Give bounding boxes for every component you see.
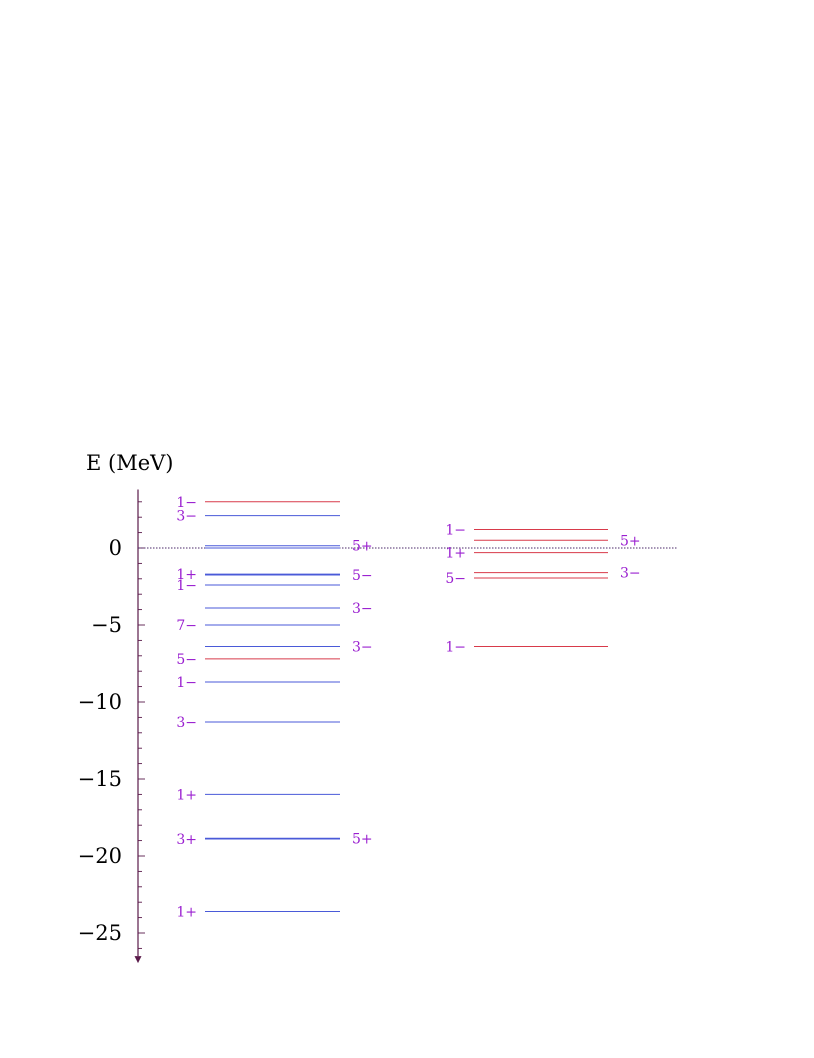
spin-parity-label: 1− <box>176 578 197 594</box>
y-tick-label: −25 <box>78 921 122 945</box>
spin-parity-label: 3− <box>620 566 641 582</box>
y-tick-label: −20 <box>78 844 122 868</box>
y-axis-ticks: 0 −5 −10 −15 −20 −25 <box>78 501 145 949</box>
spin-parity-label: 3− <box>352 640 373 656</box>
y-tick-label: −15 <box>78 767 122 791</box>
spin-parity-label: 1+ <box>176 787 197 803</box>
spin-parity-label: 3− <box>352 601 373 617</box>
axis-arrow-icon <box>134 956 142 964</box>
y-tick-label: −5 <box>91 613 122 637</box>
spin-parity-label: 5+ <box>352 831 373 847</box>
spin-parity-label: 5− <box>176 652 197 668</box>
spin-parity-label: 1− <box>445 640 466 656</box>
spin-parity-label: 1− <box>445 523 466 539</box>
spin-parity-label: 1− <box>176 675 197 691</box>
spin-parity-label: 5+ <box>620 533 641 549</box>
spin-parity-label: 5− <box>352 568 373 584</box>
spin-parity-label: 5+ <box>352 539 373 555</box>
level-column-1: 1−3−5+1+5−1−3−7−3−5−1−3−1+3+5+1+ <box>176 495 372 921</box>
level-column-2: 1− 5+ 1+ 3− 5− 1− <box>445 523 640 656</box>
y-tick-label: −10 <box>78 690 122 714</box>
spin-parity-label: 1+ <box>176 904 197 920</box>
spin-parity-label: 3+ <box>176 832 197 848</box>
spin-parity-label: 1+ <box>176 567 197 583</box>
spin-parity-label: 5− <box>445 571 466 587</box>
spin-parity-label: 1+ <box>445 546 466 562</box>
spin-parity-label: 1− <box>176 495 197 511</box>
spin-parity-label: 3− <box>176 509 197 525</box>
spin-parity-label: 7− <box>176 618 197 634</box>
energy-levels: 1−3−5+1+5−1−3−7−3−5−1−3−1+3+5+1+1−5+1+3−… <box>176 495 640 921</box>
y-axis <box>134 489 142 964</box>
y-tick-label: 0 <box>109 536 122 560</box>
spin-parity-label: 3− <box>176 715 197 731</box>
axis-title: E (MeV) <box>86 451 174 475</box>
